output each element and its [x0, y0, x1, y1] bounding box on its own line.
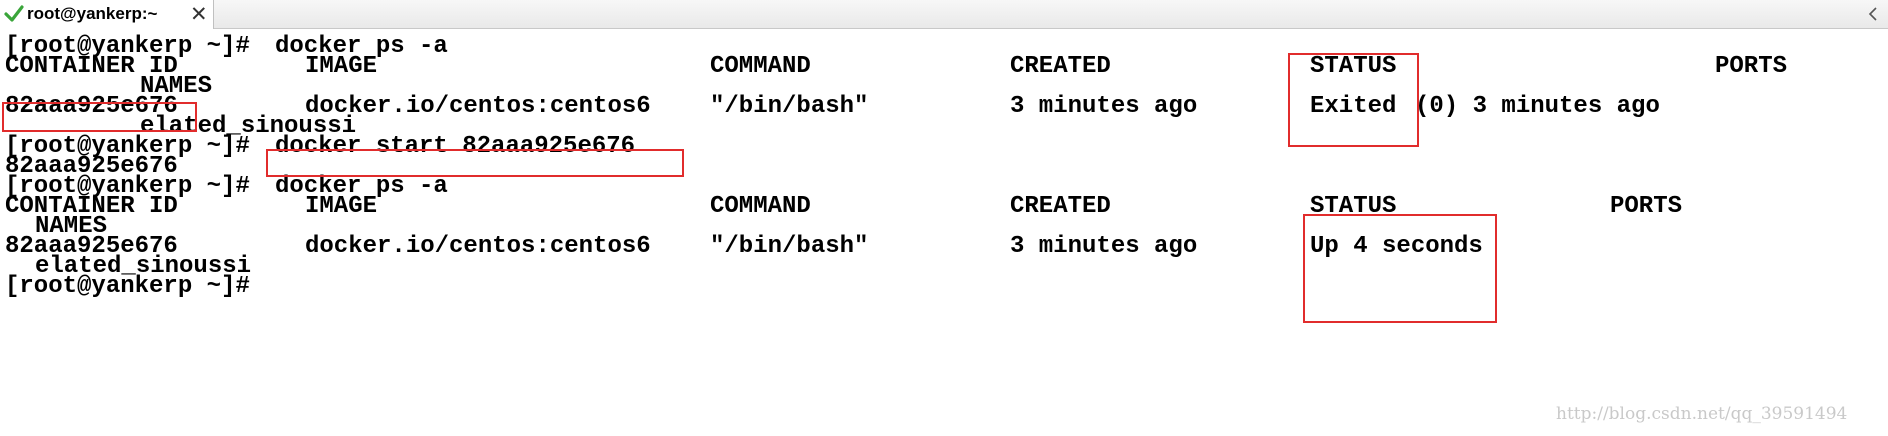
column-header-image: IMAGE [305, 53, 378, 80]
table-row-wrap: elated_sinoussi [5, 115, 1883, 139]
tab-bar: root@yankerp:~ ✕ [0, 0, 1888, 29]
column-header-names: NAMES [140, 73, 213, 100]
table-header-wrap: NAMES [5, 215, 1883, 239]
column-header-command: COMMAND [710, 53, 811, 80]
shell-prompt: [root@yankerp ~]# [5, 133, 250, 160]
shell-prompt: [root@yankerp ~]# [5, 173, 250, 200]
column-header-ports: PORTS [1610, 193, 1683, 220]
column-header-container-id: CONTAINER ID [5, 193, 178, 220]
status-value-detail: (0) 3 minutes ago [1415, 93, 1660, 120]
command-text: docker ps -a [275, 173, 448, 200]
container-id: 82aaa925e676 [5, 233, 178, 260]
created-value: 3 minutes ago [1010, 93, 1198, 120]
column-header-created: CREATED [1010, 53, 1111, 80]
table-header: CONTAINER ID IMAGE COMMAND CREATED STATU… [5, 55, 1883, 79]
close-icon[interactable]: ✕ [190, 3, 208, 26]
shell-prompt: [root@yankerp ~]# [5, 273, 250, 300]
column-header-names: NAMES [35, 213, 108, 240]
terminal-line: [root@yankerp ~]# [5, 275, 1883, 299]
column-header-ports: PORTS [1715, 53, 1788, 80]
image-name: docker.io/centos:centos6 [305, 93, 651, 120]
terminal-line: [root@yankerp ~]# docker start 82aaa925e… [5, 135, 1883, 159]
column-header-status: STATUS [1310, 53, 1397, 80]
terminal-line: 82aaa925e676 [5, 155, 1883, 179]
column-header-created: CREATED [1010, 193, 1111, 220]
container-id: 82aaa925e676 [5, 93, 178, 120]
terminal-line: [root@yankerp ~]# docker ps -a [5, 175, 1883, 199]
table-header-wrap: NAMES [5, 75, 1883, 99]
command-output: 82aaa925e676 [5, 153, 178, 180]
command-value: "/bin/bash" [710, 233, 869, 260]
column-header-container-id: CONTAINER ID [5, 53, 178, 80]
tab-title: root@yankerp:~ [27, 4, 158, 23]
terminal-output[interactable]: [root@yankerp ~]# docker ps -a CONTAINER… [5, 30, 1883, 436]
column-header-image: IMAGE [305, 193, 378, 220]
green-check-icon [4, 5, 24, 22]
status-value: Up 4 seconds [1310, 233, 1483, 260]
command-text: docker ps -a [275, 33, 448, 60]
table-row-wrap: elated_sinoussi [5, 255, 1883, 279]
command-value: "/bin/bash" [710, 93, 869, 120]
command-text: docker start 82aaa925e676 [275, 133, 636, 160]
column-header-command: COMMAND [710, 193, 811, 220]
created-value: 3 minutes ago [1010, 233, 1198, 260]
session-tab[interactable]: root@yankerp:~ ✕ [0, 0, 214, 29]
watermark-text: http://blog.csdn.net/qq_39591494 [1556, 404, 1848, 424]
container-name: elated_sinoussi [140, 113, 357, 140]
terminal-line: [root@yankerp ~]# docker ps -a [5, 35, 1883, 59]
table-row: 82aaa925e676 docker.io/centos:centos6 "/… [5, 235, 1883, 259]
shell-prompt: [root@yankerp ~]# [5, 33, 250, 60]
scroll-left-icon[interactable] [1866, 6, 1880, 22]
image-name: docker.io/centos:centos6 [305, 233, 651, 260]
status-value: Exited [1310, 93, 1397, 120]
table-row: 82aaa925e676 docker.io/centos:centos6 "/… [5, 95, 1883, 119]
container-name: elated_sinoussi [35, 253, 252, 280]
